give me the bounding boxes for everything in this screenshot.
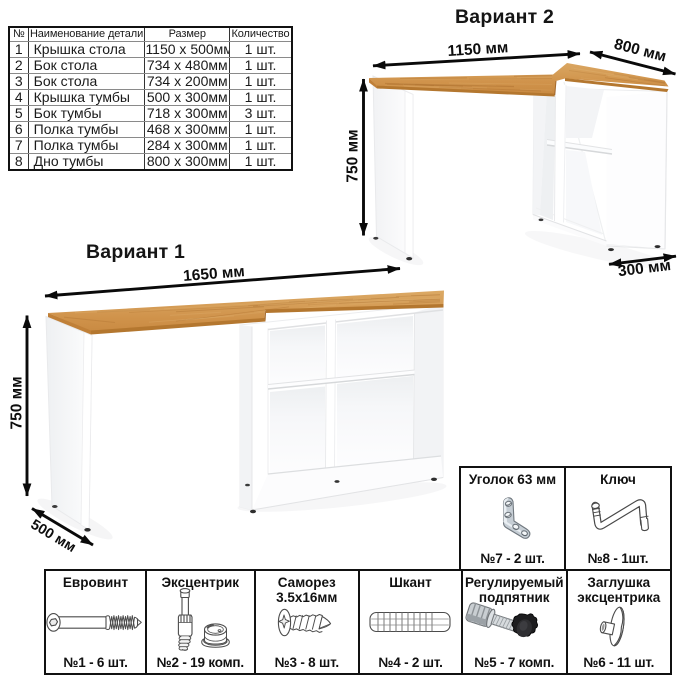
svg-text:750 мм: 750 мм (345, 129, 362, 182)
svg-text:1150 мм: 1150 мм (447, 39, 509, 60)
svg-text:1650 мм: 1650 мм (183, 263, 246, 285)
svg-text:300 мм: 300 мм (617, 257, 672, 280)
svg-text:750 мм: 750 мм (9, 376, 26, 429)
